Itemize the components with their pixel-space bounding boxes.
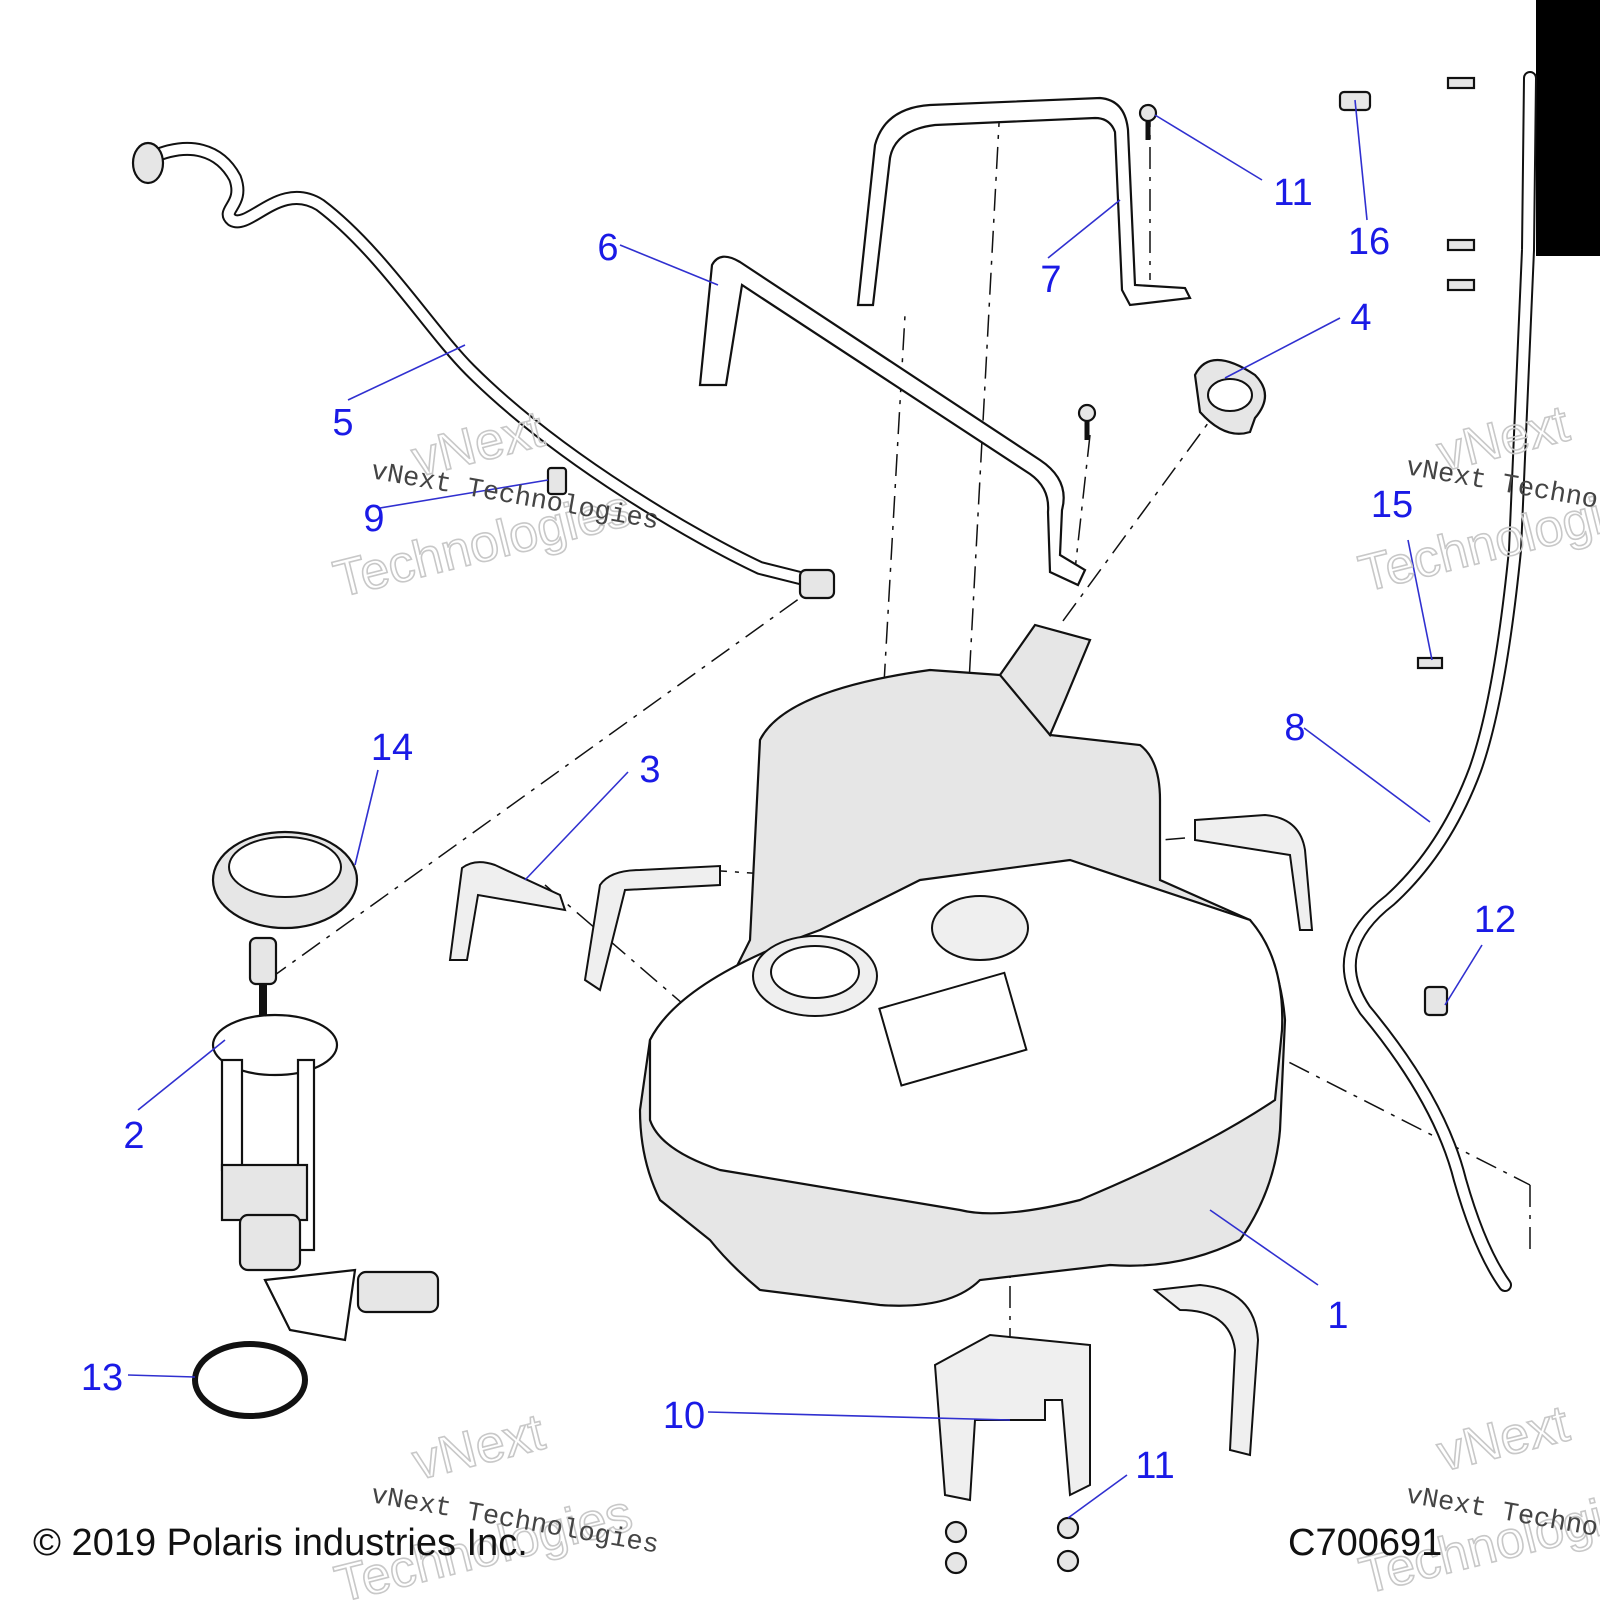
callout-4: 4 (1350, 297, 1371, 339)
callout-10: 10 (663, 1395, 705, 1437)
callout-3: 3 (639, 749, 660, 791)
leader-lines (127, 99, 1483, 1519)
callout-13: 13 (81, 1357, 123, 1399)
callout-1: 1 (1327, 1295, 1348, 1337)
filler-ring (1193, 359, 1267, 435)
tank-pads (448, 813, 1314, 1457)
callout-14: 14 (371, 727, 413, 769)
callout-7: 7 (1040, 259, 1061, 301)
callout-11-bottom: 11 (1135, 1445, 1174, 1487)
callout-numbers: 1 2 3 4 5 6 7 8 9 10 11 11 12 13 14 15 1… (81, 172, 1516, 1487)
callout-9: 9 (363, 498, 384, 540)
callout-2: 2 (123, 1115, 144, 1157)
part-code: C700691 (1288, 1522, 1442, 1564)
pump-lock-ring (211, 830, 359, 930)
tank-strap-front (856, 96, 1192, 307)
callout-6: 6 (597, 227, 618, 269)
watermark-bottom-right: vNext Technologies (1353, 1394, 1600, 1600)
callout-15: 15 (1371, 484, 1413, 526)
watermark-line1: vNext (1432, 1395, 1576, 1484)
long-hose (1342, 71, 1537, 1292)
corner-tab (1536, 0, 1600, 256)
pump-seal (192, 1341, 308, 1419)
callout-5: 5 (332, 402, 353, 444)
tank-bracket (933, 1333, 1091, 1502)
vent-hose (131, 141, 836, 600)
tank-strap-rear (698, 255, 1087, 587)
vent-valve (546, 466, 568, 496)
callout-8: 8 (1284, 707, 1305, 749)
callout-11-top: 11 (1273, 172, 1312, 214)
copyright-text: © 2019 Polaris industries Inc. (33, 1522, 528, 1564)
watermark-bottom-left: vNext Technologies (329, 1402, 639, 1600)
callout-16: 16 (1348, 221, 1390, 263)
watermark-line1: vNext (407, 1403, 551, 1492)
fuel-pump (211, 936, 440, 1342)
callout-12: 12 (1474, 899, 1516, 941)
screws (944, 76, 1476, 1575)
fuel-tank (638, 623, 1287, 1307)
